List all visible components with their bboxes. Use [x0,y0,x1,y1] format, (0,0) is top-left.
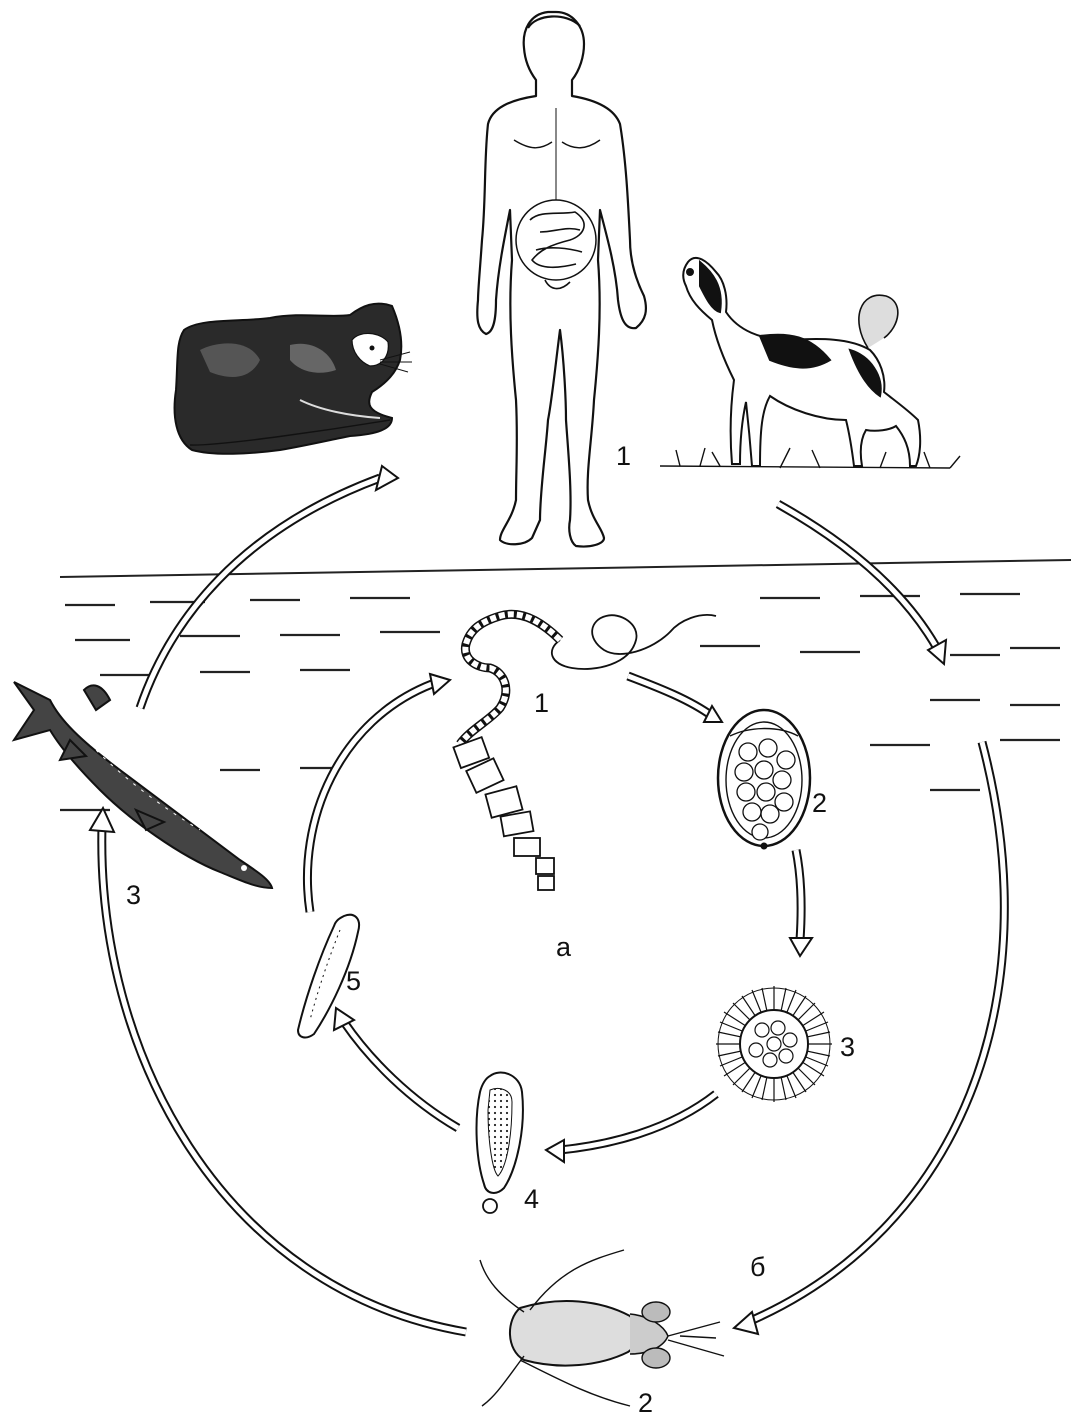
arrow-coracidium-to-procercoid [560,1094,716,1150]
host-label-human: 1 [616,441,631,471]
arrow-fish-to-cat [140,478,380,708]
cat-icon [175,304,412,454]
operculate-egg-icon: 2 [718,710,827,849]
stage-label-procercoid: 4 [524,1184,539,1214]
arrow-plerocercoid-to-strobila [307,684,432,912]
stage-label-strobila: 1 [534,688,549,718]
stage-label-plerocercoid: 5 [346,966,361,996]
stage-label-coracidium: 3 [840,1032,855,1062]
arrow-copepod-to-fish [102,826,466,1332]
host-label-copepod: 2 [638,1388,653,1416]
stage-label-egg: 2 [812,788,827,818]
cycle-label-a: a [556,932,572,962]
human-figure-icon: 1 [477,12,646,547]
cyclops-copepod-icon: 2 [480,1250,724,1416]
tapeworm-strobila-icon: 1 [453,614,716,890]
host-label-fish: 3 [126,880,141,910]
procercoid-larva-icon: 4 [477,1073,540,1214]
dog-icon [683,258,920,466]
arrow-dog-to-water [778,504,938,650]
arrow-procercoid-to-plerocercoid [344,1022,458,1128]
water-surface [60,560,1071,810]
pike-fish-icon [14,682,272,888]
ciliated-coracidium-icon: 3 [716,986,855,1102]
cycle-label-b: б [750,1252,765,1282]
